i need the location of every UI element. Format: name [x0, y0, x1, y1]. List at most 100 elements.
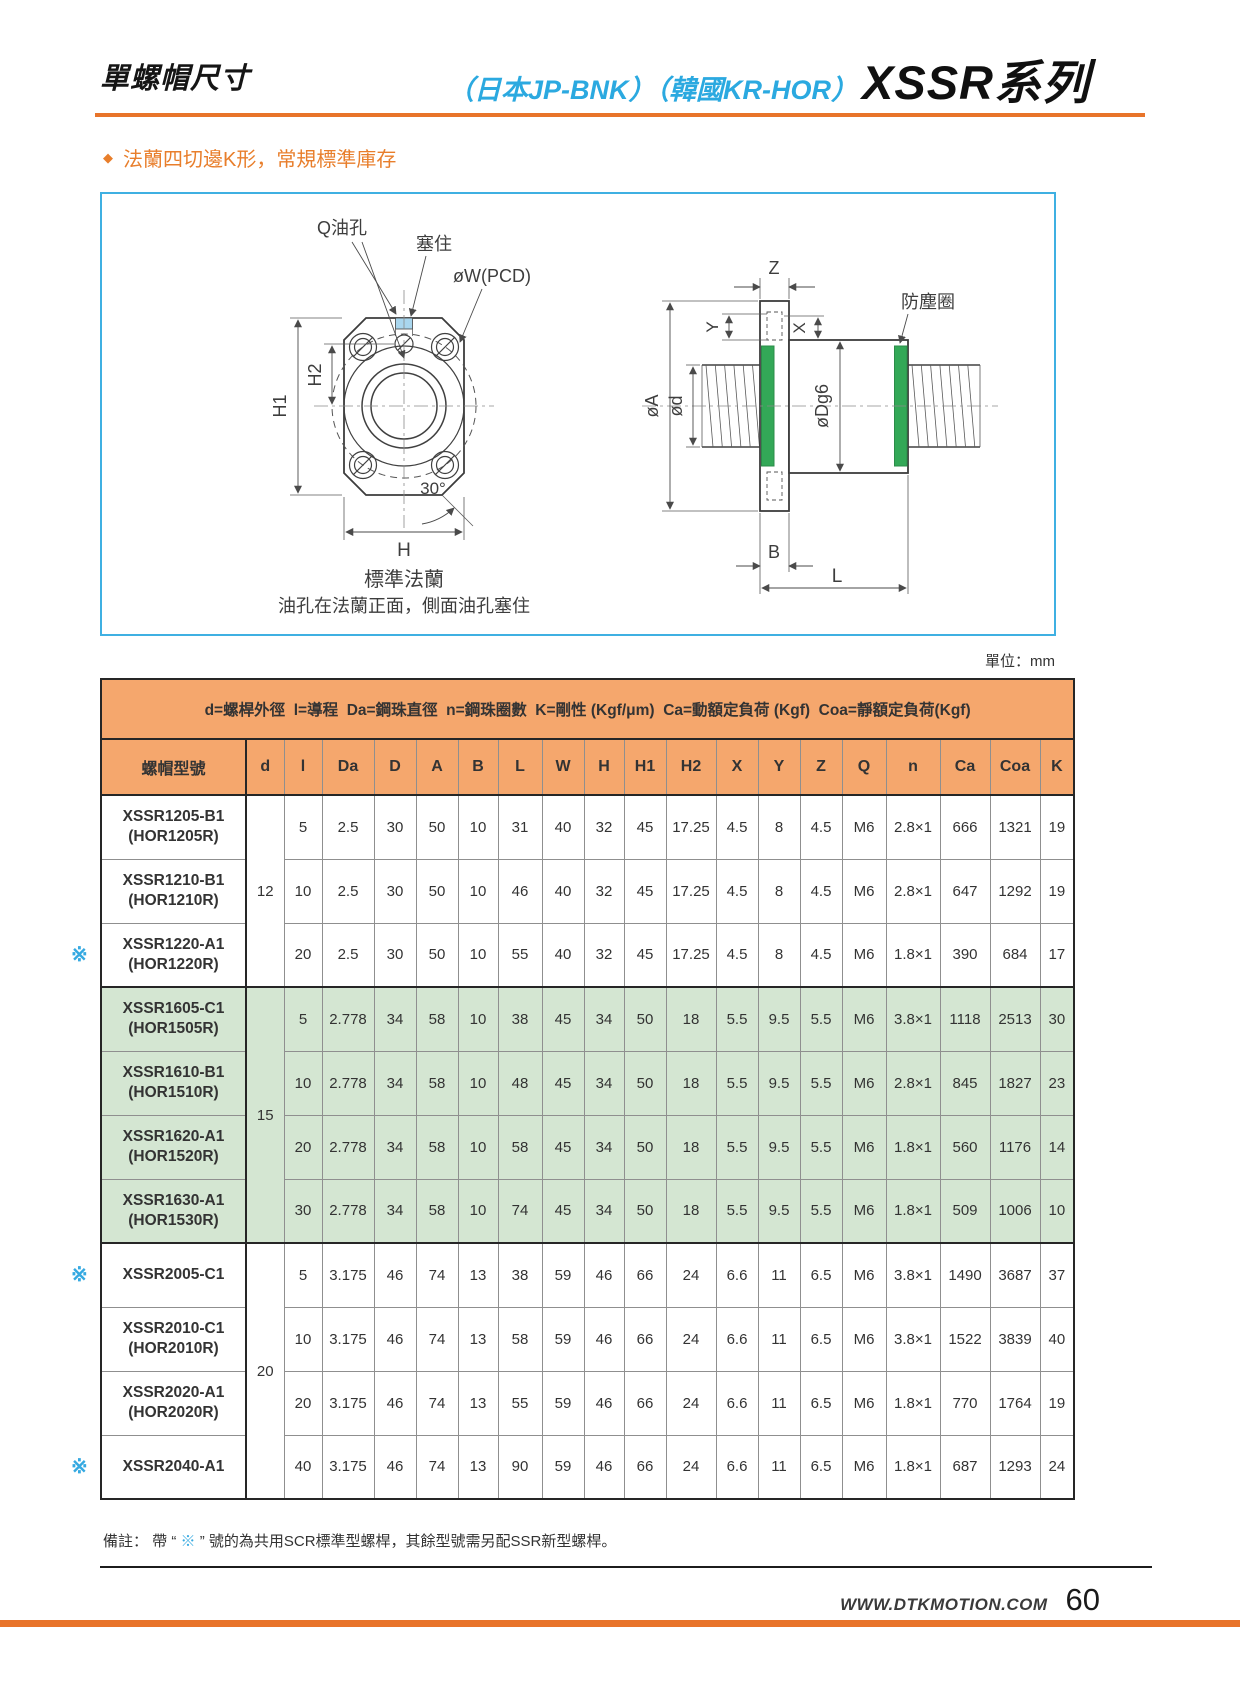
value-cell: 10 — [457, 986, 499, 1052]
unit-label: 單位：mm — [985, 653, 1055, 670]
value-cell: 1292 — [989, 858, 1041, 924]
value-cell: 20 — [283, 1114, 323, 1180]
value-cell: 66 — [623, 1370, 667, 1436]
value-cell: 6.6 — [715, 1434, 759, 1500]
value-cell: 17.25 — [665, 922, 717, 988]
value-cell: 2513 — [989, 986, 1041, 1052]
value-cell: 50 — [623, 1114, 667, 1180]
value-cell: 4.5 — [799, 794, 843, 860]
spec-table: d=螺桿外徑 l=導程 Da=鋼珠直徑 n=鋼珠圈數 K=剛性 (Kgf/μm)… — [100, 678, 1076, 1500]
col-header-H2: H2 — [665, 738, 717, 796]
value-cell: 10 — [1039, 1178, 1075, 1244]
value-cell: 24 — [665, 1306, 717, 1372]
front-caption-note: 油孔在法蘭正面，側面油孔塞住 — [278, 596, 530, 616]
footnote-prefix: 備註： 帶 — [103, 1533, 168, 1550]
model-cell: XSSR1205-B1(HOR1205R) — [100, 794, 247, 860]
value-cell: 40 — [283, 1434, 323, 1500]
section-label: 法蘭四切邊K形，常規標準庫存 — [123, 149, 397, 171]
d-value-cell: 12 — [245, 794, 285, 988]
value-cell: 46 — [583, 1242, 625, 1308]
value-cell: M6 — [841, 1306, 887, 1372]
value-cell: 3.8×1 — [885, 1306, 941, 1372]
value-cell: 17.25 — [665, 858, 717, 924]
value-cell: 666 — [939, 794, 991, 860]
value-cell: 30 — [373, 794, 417, 860]
value-cell: 11 — [757, 1370, 801, 1436]
x-dim-label: X — [790, 322, 809, 333]
flange-bolt-hole-bottom — [766, 471, 783, 501]
value-cell: 1.8×1 — [885, 1114, 941, 1180]
h2-dim-label: H2 — [305, 363, 325, 386]
value-cell: 6.6 — [715, 1370, 759, 1436]
value-cell: 18 — [665, 1050, 717, 1116]
value-cell: 18 — [665, 986, 717, 1052]
value-cell: 46 — [583, 1370, 625, 1436]
website-url: WWW.DTKMOTION.COM — [840, 1595, 1048, 1614]
value-cell: 31 — [497, 794, 543, 860]
value-cell: 3.175 — [321, 1370, 375, 1436]
value-cell: 8 — [757, 922, 801, 988]
value-cell: 11 — [757, 1306, 801, 1372]
plug-label: 塞住 — [416, 234, 452, 254]
value-cell: 2.5 — [321, 858, 375, 924]
value-cell: 46 — [373, 1370, 417, 1436]
value-cell: 5.5 — [715, 1178, 759, 1244]
technical-drawing-panel: Q油孔 塞住 øW(PCD) H1 H2 H 30° 標準法蘭 油孔在法蘭正面，… — [100, 192, 1056, 636]
value-cell: M6 — [841, 1434, 887, 1500]
value-cell: 13 — [457, 1306, 499, 1372]
value-cell: 3.175 — [321, 1306, 375, 1372]
value-cell: 50 — [623, 1178, 667, 1244]
value-cell: 11 — [757, 1242, 801, 1308]
value-cell: 10 — [457, 1114, 499, 1180]
value-cell: 5.5 — [715, 986, 759, 1052]
value-cell: 3839 — [989, 1306, 1041, 1372]
value-cell: 58 — [497, 1306, 543, 1372]
nut-body — [788, 339, 909, 474]
footnote-suffix: 號的為共用SCR標準型螺桿，其餘型號需另配SSR新型螺桿。 — [208, 1533, 617, 1550]
model-cell: XSSR1610-B1(HOR1510R) — [100, 1050, 247, 1116]
front-caption-title: 標準法蘭 — [364, 568, 444, 591]
dust-ring-label: 防塵圈 — [901, 292, 955, 312]
value-cell: 58 — [415, 986, 459, 1052]
value-cell: 1827 — [989, 1050, 1041, 1116]
col-header-l: l — [283, 738, 323, 796]
value-cell: 1.8×1 — [885, 1434, 941, 1500]
shared-screw-marker: ※ — [71, 1456, 88, 1478]
value-cell: M6 — [841, 1370, 887, 1436]
col-header-H1: H1 — [623, 738, 667, 796]
value-cell: 5.5 — [799, 1050, 843, 1116]
col-header-A: A — [415, 738, 459, 796]
footnote: 備註： 帶 “ ※ ” 號的為共用SCR標準型螺桿，其餘型號需另配SSR新型螺桿… — [103, 1530, 616, 1551]
value-cell: 2.778 — [321, 1050, 375, 1116]
col-header-X: X — [715, 738, 759, 796]
value-cell: 1293 — [989, 1434, 1041, 1500]
value-cell: 20 — [283, 922, 323, 988]
value-cell: 48 — [497, 1050, 543, 1116]
value-cell: 34 — [373, 1178, 417, 1244]
value-cell: 3.175 — [321, 1242, 375, 1308]
col-header-Q: Q — [841, 738, 887, 796]
value-cell: 10 — [283, 1306, 323, 1372]
value-cell: M6 — [841, 858, 887, 924]
value-cell: 50 — [415, 858, 459, 924]
col-header-n: n — [885, 738, 941, 796]
footer: WWW.DTKMOTION.COM 60 — [840, 1582, 1100, 1618]
value-cell: 59 — [541, 1434, 585, 1500]
value-cell: 11 — [757, 1434, 801, 1500]
col-header-D: D — [373, 738, 417, 796]
value-cell: 40 — [541, 858, 585, 924]
value-cell: 8 — [757, 858, 801, 924]
value-cell: M6 — [841, 922, 887, 988]
value-cell: 38 — [497, 986, 543, 1052]
value-cell: 40 — [541, 922, 585, 988]
value-cell: 46 — [583, 1434, 625, 1500]
value-cell: 845 — [939, 1050, 991, 1116]
col-header-螺帽型號: 螺帽型號 — [100, 738, 247, 796]
value-cell: 30 — [373, 858, 417, 924]
